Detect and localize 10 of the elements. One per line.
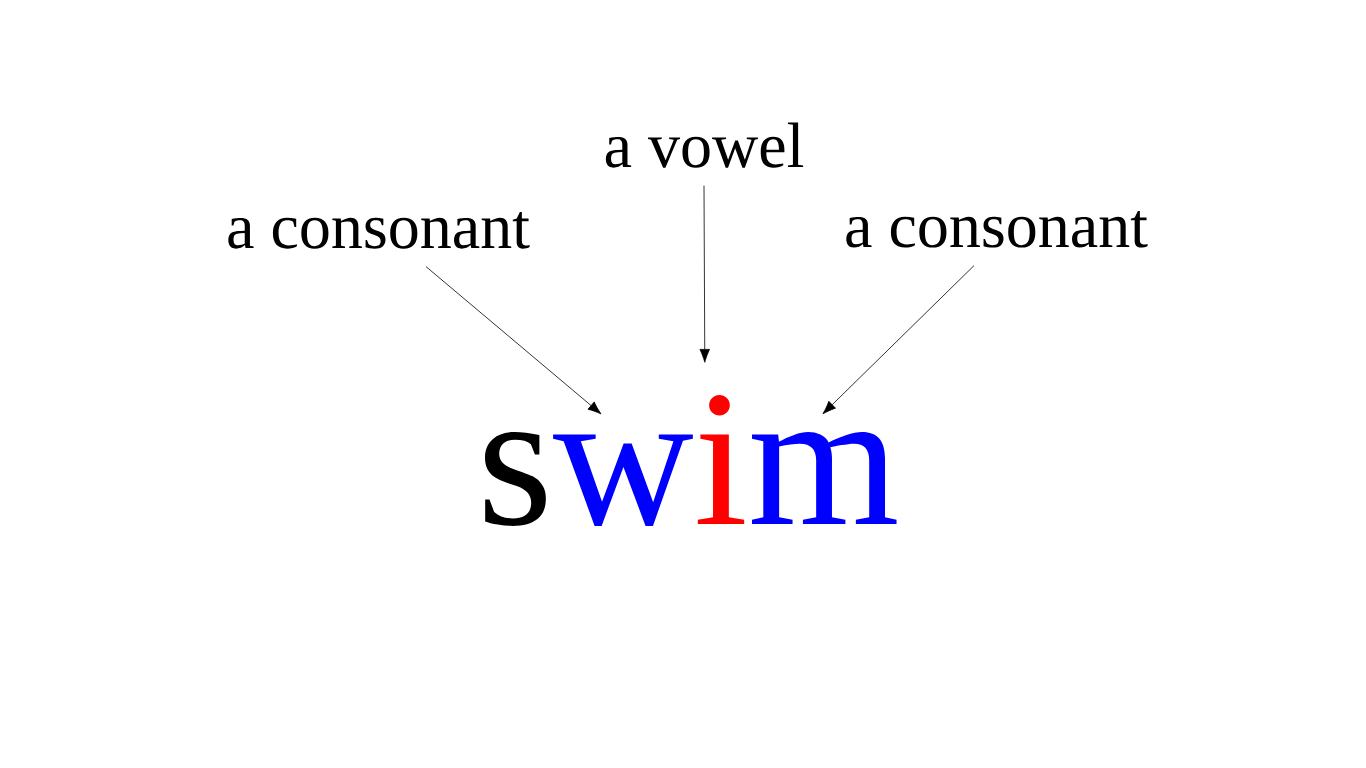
annotation-label: a vowel: [605, 122, 804, 168]
letter: i: [697, 394, 745, 524]
arrow: [699, 185, 710, 363]
letter: s: [485, 432, 546, 526]
letter: m: [752, 432, 897, 524]
letter: w: [553, 434, 693, 526]
annotation-label: a consonant: [228, 211, 530, 249]
arrow: [822, 265, 975, 415]
arrow: [425, 266, 602, 415]
annotation-label: a consonant: [846, 210, 1148, 248]
